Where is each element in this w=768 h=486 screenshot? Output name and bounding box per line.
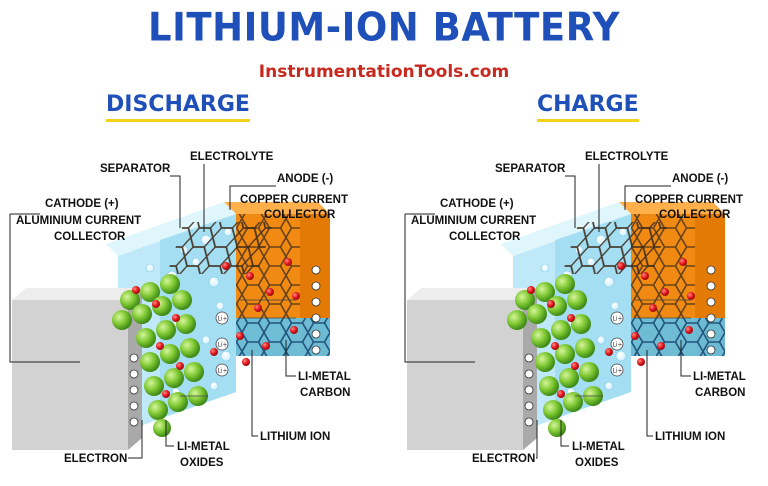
discharge-labels: SEPARATOR ELECTROLYTE ANODE (-) COPPER C… <box>9 151 351 469</box>
discharge-title: DISCHARGE <box>106 92 250 122</box>
label-anode: ANODE (-) <box>277 173 333 185</box>
label-copper-2: COLLECTOR <box>264 209 336 221</box>
label-copper-2: COLLECTOR <box>659 209 731 221</box>
label-anode: ANODE (-) <box>672 173 728 185</box>
label-limetal-oxides-2: OXIDES <box>180 457 224 469</box>
label-electrolyte: ELECTROLYTE <box>585 151 669 163</box>
label-limetal-oxides-1: LI-METAL <box>572 441 625 453</box>
label-aluminium-1: ALUMINIUM CURRENT <box>16 215 141 227</box>
label-electron: ELECTRON <box>472 453 535 465</box>
label-copper-1: COPPER CURRENT <box>240 194 348 206</box>
label-limetal-carbon-1: LI-METAL <box>693 371 746 383</box>
charge-title: CHARGE <box>537 92 639 122</box>
page-title: LITHIUM-ION BATTERY <box>148 4 620 51</box>
label-separator: SEPARATOR <box>100 163 171 175</box>
label-limetal-oxides-2: OXIDES <box>575 457 619 469</box>
label-limetal-carbon-2: CARBON <box>300 387 350 399</box>
label-limetal-carbon-1: LI-METAL <box>298 371 351 383</box>
label-lithium-ion: LITHIUM ION <box>655 431 725 443</box>
label-aluminium-2: COLLECTOR <box>54 231 126 243</box>
label-copper-1: COPPER CURRENT <box>635 194 743 206</box>
label-aluminium-1: ALUMINIUM CURRENT <box>411 215 536 227</box>
label-aluminium-2: COLLECTOR <box>449 231 521 243</box>
label-limetal-carbon-2: CARBON <box>695 387 745 399</box>
label-cathode: CATHODE (+) <box>440 198 514 210</box>
label-electrolyte: ELECTROLYTE <box>190 151 274 163</box>
label-lithium-ion: LITHIUM ION <box>260 431 330 443</box>
label-cathode: CATHODE (+) <box>45 198 119 210</box>
charge-labels: SEPARATOR ELECTROLYTE ANODE (-) COPPER C… <box>404 151 746 469</box>
label-electron: ELECTRON <box>64 453 127 465</box>
label-limetal-oxides-1: LI-METAL <box>177 441 230 453</box>
label-separator: SEPARATOR <box>495 163 566 175</box>
site-watermark: InstrumentationTools.com <box>258 62 510 82</box>
